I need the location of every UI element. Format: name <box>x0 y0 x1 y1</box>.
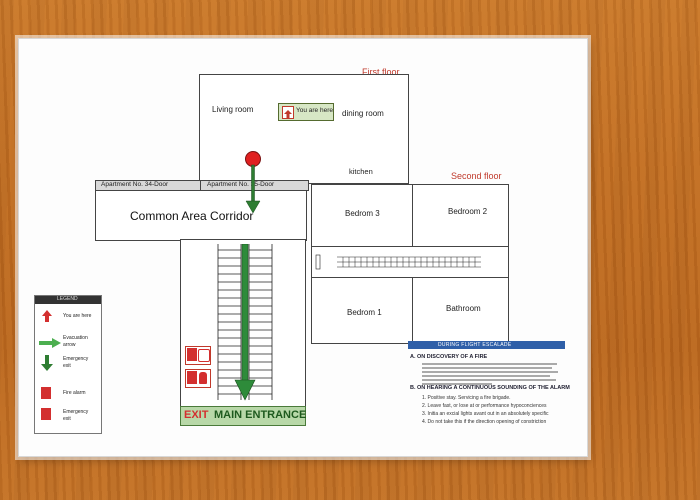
section-b-item-2: 2. Leave fast, or lose at or performance… <box>422 403 547 409</box>
you-are-here-tag: You are here <box>278 103 334 121</box>
legend-label-fire-alarm: Fire alarm <box>63 390 86 396</box>
wall-hall-top <box>311 246 508 247</box>
second-floor-heading: Second floor <box>451 171 502 181</box>
you-are-here-icon <box>282 106 294 119</box>
legend-fire-alarm-icon <box>41 387 51 399</box>
exit-banner: EXIT MAIN ENTRANCE <box>180 406 306 426</box>
living-room-label: Living room <box>212 105 254 114</box>
dining-room-label: dining room <box>342 109 384 118</box>
evacuation-plan-sheet: First floor Living room dining room kitc… <box>18 38 588 457</box>
instructions-banner: DURING FLIGHT ESCALADE <box>408 341 565 349</box>
instructions-banner-text: DURING FLIGHT ESCALADE <box>438 342 512 348</box>
wall-hall-bottom <box>311 277 508 278</box>
evacuation-route-arrow <box>245 164 261 214</box>
legend-label-evacuation-arrow: Evacuation arrow <box>63 335 88 348</box>
hallway-stairs <box>315 254 481 270</box>
section-b-item-3: 3. Initia an excial lights avant out in … <box>422 411 549 417</box>
door-divider <box>200 180 201 190</box>
staircase <box>217 244 273 401</box>
fire-extinguisher-icon <box>185 369 211 388</box>
legend-label-emergency-exit: Emergency exit <box>63 356 89 369</box>
section-a-body <box>422 362 560 387</box>
apartment-door-strip <box>95 180 309 191</box>
legend-you-are-here-icon <box>41 309 53 323</box>
legend-box: LEGEND You are here Evacuation arrow Eme… <box>34 295 102 434</box>
second-floor-box <box>311 184 509 344</box>
legend-header-text: LEGEND <box>57 296 78 302</box>
section-b-item-1: 1. Positive stay. Servicing a fire briga… <box>422 395 511 401</box>
kitchen-label: kitchen <box>349 167 373 176</box>
main-entrance-label: MAIN ENTRANCE <box>214 409 307 421</box>
section-b-item-4: 4. Do not take this if the direction ope… <box>422 419 547 425</box>
corridor-label: Common Area Corridor <box>130 209 254 223</box>
fire-alarm-icon <box>185 346 211 365</box>
legend-emergency-exit-icon <box>41 355 53 371</box>
apartment-35-door-label: Apartment No. 35-Door <box>207 181 275 188</box>
apartment-34-door-label: Apartment No. 34-Door <box>101 181 169 188</box>
wall-bath-divider <box>412 277 413 342</box>
legend-fire-extinguisher-icon <box>41 408 51 420</box>
bedroom-2-label: Bedroom 2 <box>448 207 488 216</box>
legend-header: LEGEND <box>35 296 101 304</box>
section-b-title: B. ON HEARING A CONTINUOUS SOUNDING OF T… <box>410 385 570 391</box>
legend-evacuation-arrow-icon <box>39 335 61 348</box>
bathroom-label: Bathroom <box>446 304 481 313</box>
wall-bedroom-divider <box>412 184 413 246</box>
first-floor-heading: First floor <box>362 67 400 77</box>
legend-label-you-are-here: You are here <box>63 313 92 319</box>
legend-label-extinguisher: Emergency exit <box>63 409 89 422</box>
bedroom-1-label: Bedrom 1 <box>347 308 382 317</box>
you-are-here-text: You are here <box>296 107 333 114</box>
exit-word: EXIT <box>184 409 209 421</box>
first-floor-box <box>199 74 409 184</box>
section-a-title: A. ON DISCOVERY OF A FIRE <box>410 354 488 360</box>
bedroom-3-label: Bedrom 3 <box>345 209 380 218</box>
corridor-box <box>95 189 307 241</box>
